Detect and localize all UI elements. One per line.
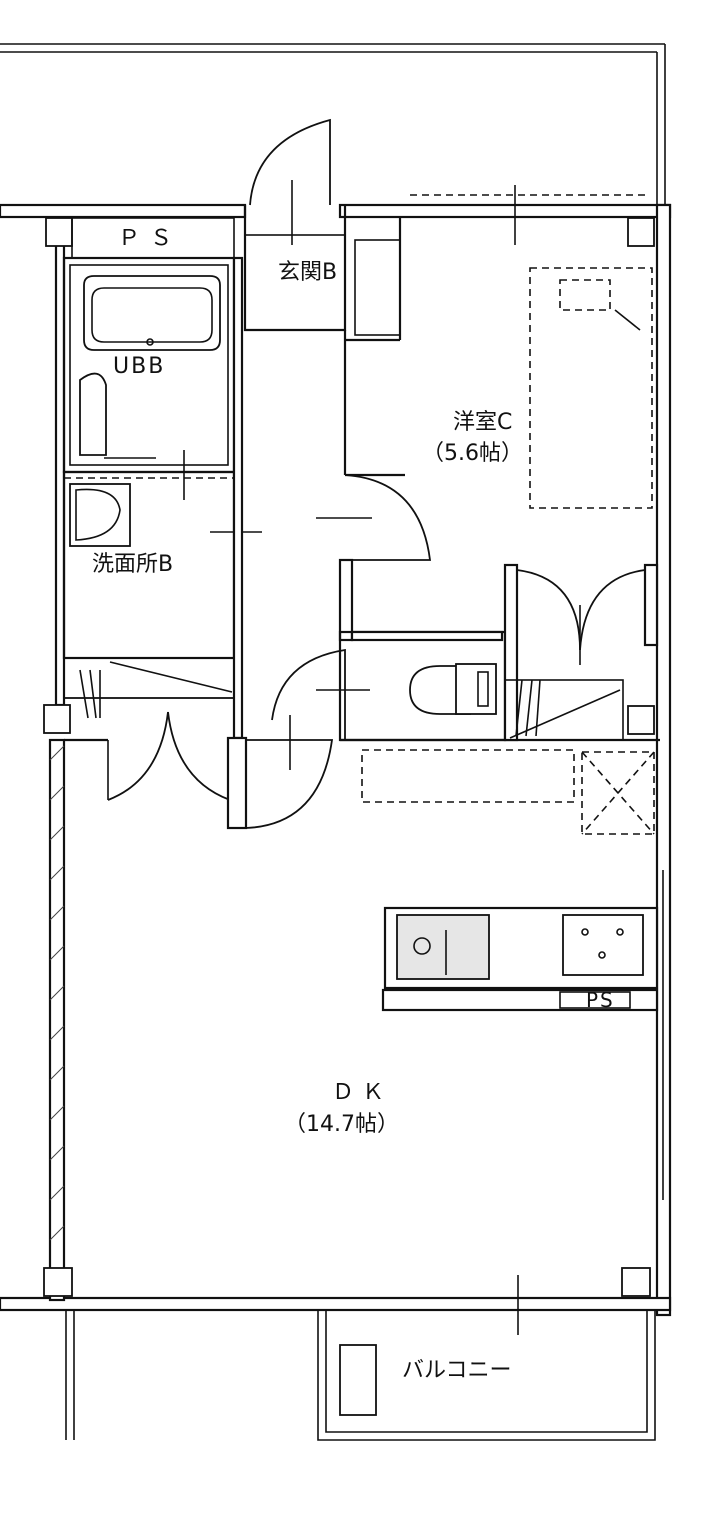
senmenjo-room [62, 450, 262, 719]
closet-doors [64, 711, 231, 801]
ubb-room [62, 256, 236, 474]
balcony [65, 1310, 656, 1441]
genkan-area [243, 118, 401, 475]
yoshitsu-c-room [345, 185, 659, 742]
kitchen-ps-label: PS [586, 988, 615, 1012]
ps-top-label: ＰＳ [118, 226, 183, 251]
left-window [49, 745, 65, 1241]
kitchen-area [361, 749, 659, 1335]
senmenjo-label: 洗面所B [92, 552, 174, 577]
toilet-room [338, 630, 660, 742]
dk-size-label: （14.7帖） [284, 1112, 399, 1137]
exterior-walls [0, 203, 672, 1317]
yoshitsu-c-size-label: （5.6帖） [422, 441, 523, 466]
yoshitsu-c-label: 洋室C [453, 410, 513, 435]
hallway [226, 256, 432, 830]
genkan-label: 玄関B [278, 260, 338, 285]
ubb-label: UBB [113, 354, 166, 379]
balcony-label: バルコニー [402, 1358, 512, 1383]
outer-top-boundary [0, 43, 666, 205]
columns [43, 217, 655, 1297]
dk-label: ＤＫ [332, 1080, 393, 1105]
